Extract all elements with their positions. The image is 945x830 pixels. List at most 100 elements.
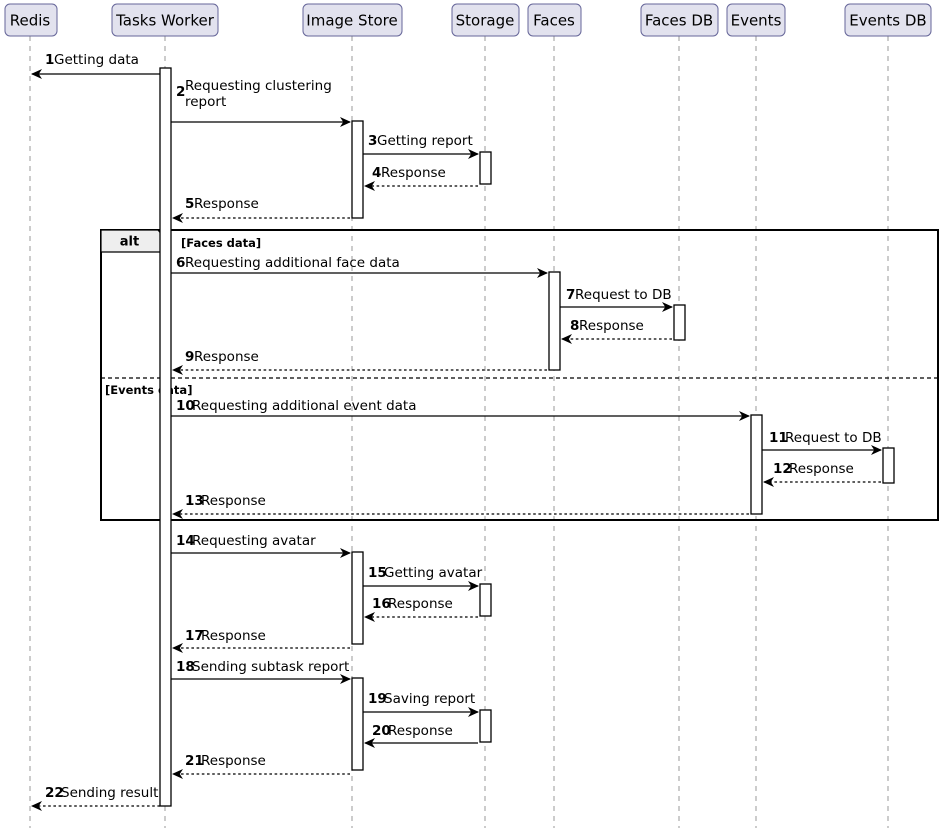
activation-bar-storage: [479, 583, 492, 617]
message-text-7: Request to DB: [575, 287, 672, 303]
participant-box-redis[interactable]: [4, 3, 58, 37]
message-number-9: 9: [185, 349, 194, 365]
fragment-guard-0: [Faces data]: [181, 236, 261, 250]
message-number-1: 1: [45, 52, 54, 68]
message-number-20: 20: [372, 723, 391, 739]
message-text-14: Requesting avatar: [192, 533, 316, 549]
activation-bar-storage: [479, 151, 492, 185]
activation-bar-imgstore: [351, 120, 364, 219]
message-number-19: 19: [368, 691, 387, 707]
message-number-17: 17: [185, 628, 204, 644]
participant-imgstore[interactable]: Image Store: [302, 3, 403, 37]
message-text-11: Request to DB: [785, 430, 882, 446]
message-number-2: 2: [176, 84, 185, 100]
message-number-7: 7: [566, 287, 575, 303]
message-text-13: Response: [201, 493, 266, 509]
message-text-3: Getting report: [377, 133, 473, 149]
participant-box-faces[interactable]: [527, 3, 582, 37]
message-number-22: 22: [45, 785, 64, 801]
participant-box-eventsdb[interactable]: [844, 3, 932, 37]
participant-label-worker: Tasks Worker: [115, 12, 215, 30]
message-text-1: Getting data: [54, 52, 139, 68]
participants-layer: Redis Tasks Worker Image Store Storage Faces…: [4, 3, 932, 37]
participant-label-imgstore: Image Store: [306, 12, 397, 30]
participant-label-faces: Faces: [533, 12, 575, 30]
participant-box-storage[interactable]: [451, 3, 520, 37]
activation-bar-imgstore: [351, 677, 364, 771]
participant-faces[interactable]: Faces: [527, 3, 582, 37]
message-text-8: Response: [579, 318, 644, 334]
participant-storage[interactable]: Storage: [451, 3, 520, 37]
message-text-2-line1: report: [185, 94, 226, 110]
fragment-operator-label: alt: [120, 235, 139, 250]
message-number-4: 4: [372, 165, 381, 181]
activation-bar-eventsdb: [882, 447, 895, 484]
message-text-21: Response: [201, 753, 266, 769]
participant-label-redis: Redis: [10, 12, 51, 30]
fragment-guard-1: [Events data]: [105, 383, 192, 397]
participant-events[interactable]: Events: [726, 3, 786, 37]
activation-bar-facesdb: [673, 304, 686, 341]
participant-box-events[interactable]: [726, 3, 786, 37]
message-text-17: Response: [201, 628, 266, 644]
message-text-4: Response: [381, 165, 446, 181]
participant-label-eventsdb: Events DB: [849, 12, 926, 30]
activation-bar-faces: [548, 271, 561, 371]
message-number-5: 5: [185, 196, 194, 212]
message-number-16: 16: [372, 596, 391, 612]
message-number-8: 8: [570, 318, 579, 334]
message-number-11: 11: [769, 430, 788, 446]
participant-facesdb[interactable]: Faces DB: [640, 3, 719, 37]
message-number-3: 3: [368, 133, 377, 149]
message-text-2-line0: Requesting clustering: [185, 78, 332, 94]
activation-bar-storage: [479, 709, 492, 743]
participant-worker[interactable]: Tasks Worker: [111, 3, 219, 37]
message-text-20: Response: [388, 723, 453, 739]
activation-bar-events: [750, 414, 763, 515]
message-number-10: 10: [176, 398, 195, 414]
participant-box-facesdb[interactable]: [640, 3, 719, 37]
participant-label-storage: Storage: [456, 12, 515, 30]
participant-box-worker[interactable]: [111, 3, 219, 37]
fragment-border: [100, 229, 939, 521]
message-text-18: Sending subtask report: [192, 659, 349, 675]
participant-label-facesdb: Faces DB: [645, 12, 713, 30]
message-text-16: Response: [388, 596, 453, 612]
activation-bar-imgstore: [351, 551, 364, 645]
participant-box-imgstore[interactable]: [302, 3, 403, 37]
activation-bar-worker: [159, 67, 172, 807]
message-text-10: Requesting additional event data: [192, 398, 417, 414]
message-number-18: 18: [176, 659, 195, 675]
participant-redis[interactable]: Redis: [4, 3, 58, 37]
message-number-21: 21: [185, 753, 204, 769]
message-number-14: 14: [176, 533, 195, 549]
participant-eventsdb[interactable]: Events DB: [844, 3, 932, 37]
message-number-13: 13: [185, 493, 204, 509]
message-text-12: Response: [789, 461, 854, 477]
message-text-6: Requesting additional face data: [185, 255, 400, 271]
